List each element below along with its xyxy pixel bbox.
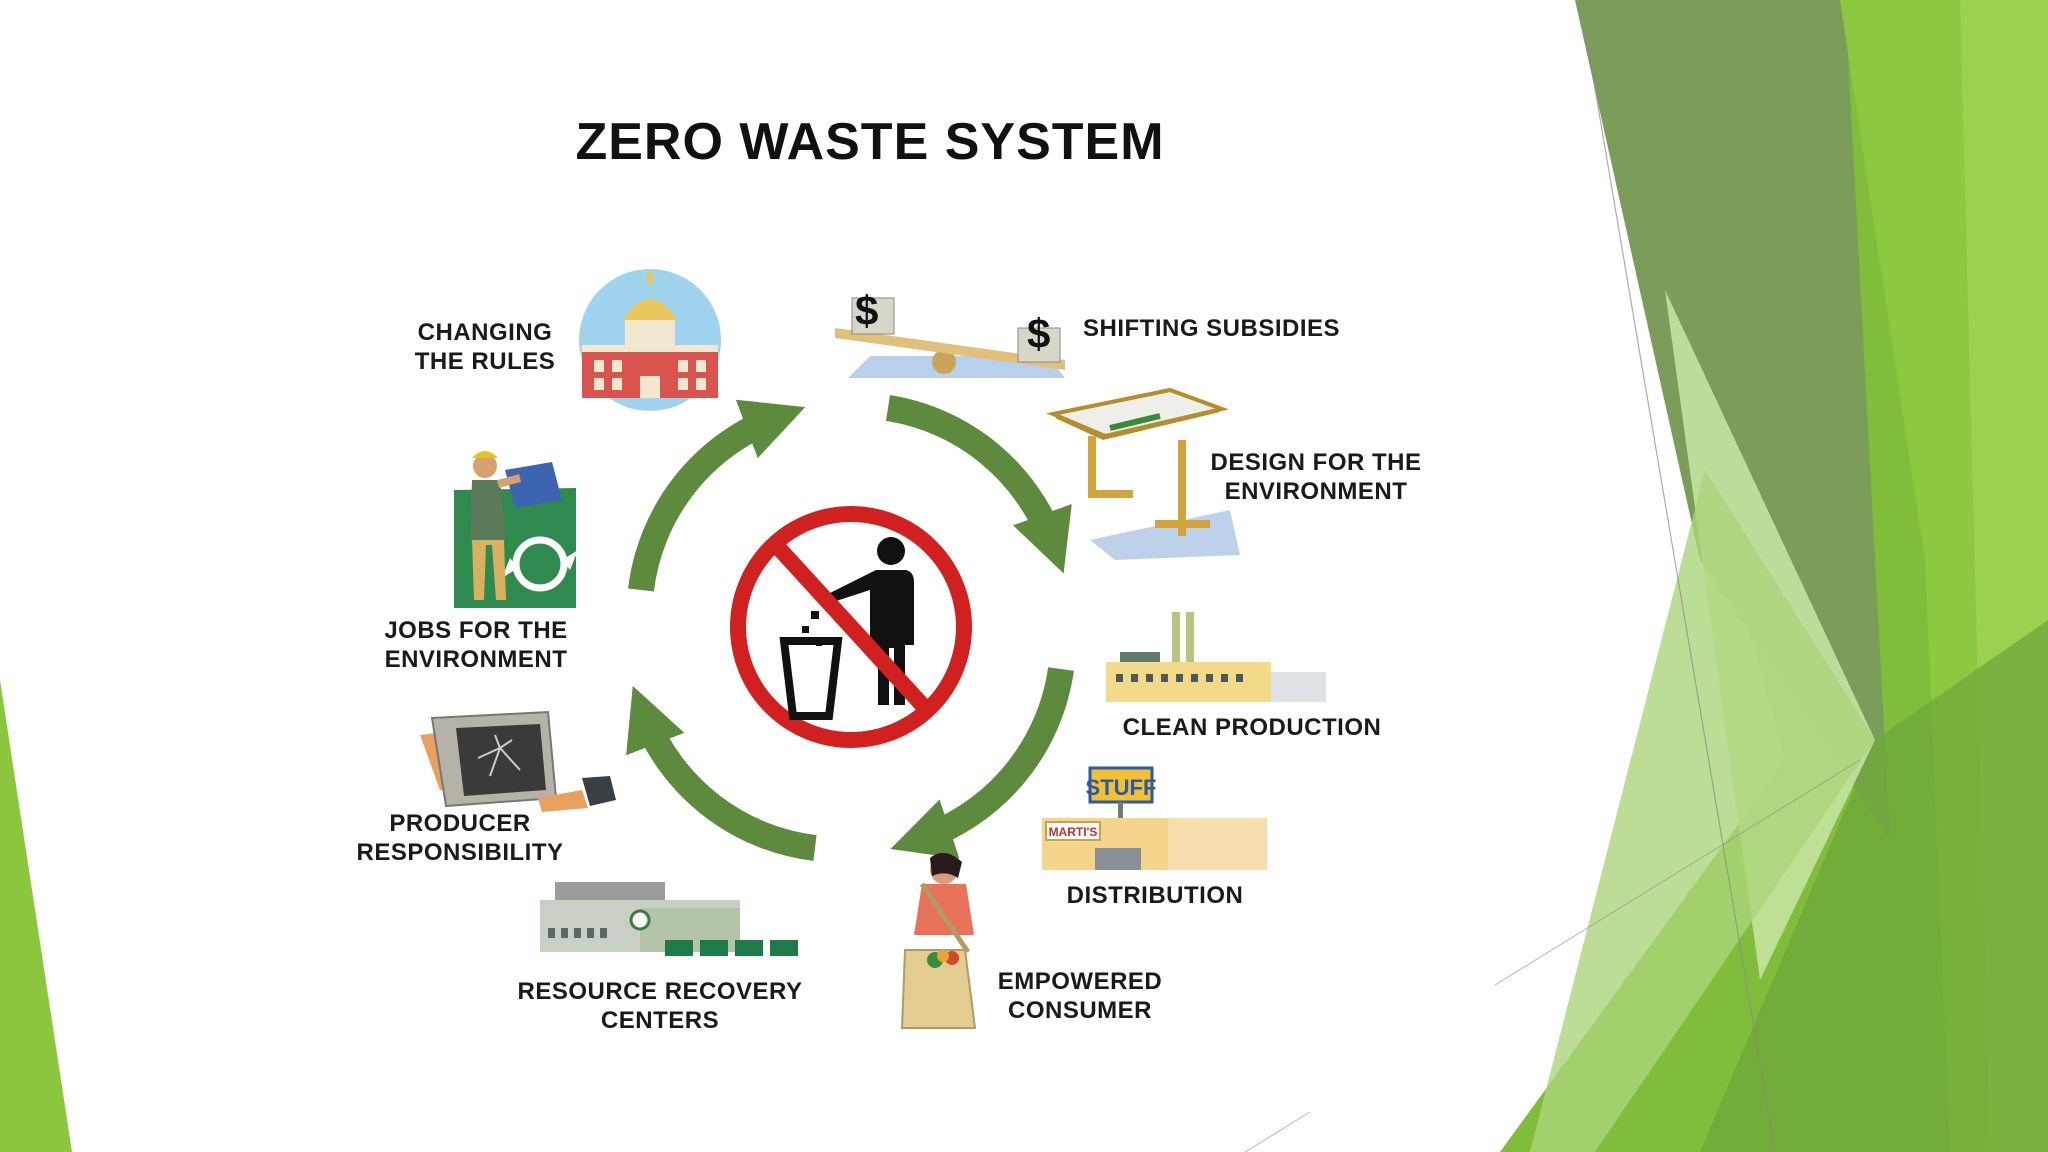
- broken-monitor-icon: [420, 710, 616, 812]
- cycle-arrow-bottom-right: [890, 667, 1074, 859]
- label-distribution: DISTRIBUTION: [1066, 882, 1244, 909]
- label-jobs-for-the-environment: JOBS FOR THE ENVIRONMENT: [384, 617, 568, 673]
- label-changing-the-rules: CHANGING THE RULES: [414, 319, 556, 375]
- capitol-building-icon: [579, 269, 721, 411]
- balance-scale-money-icon: $ $: [835, 287, 1065, 378]
- label-clean-production: CLEAN PRODUCTION: [1122, 714, 1382, 741]
- label-producer-responsibility: PRODUCER RESPONSIBILITY: [356, 810, 564, 866]
- currency-symbol-left: $: [855, 287, 878, 334]
- cycle-arrows: [626, 395, 1074, 861]
- cycle-arrow-top-right: [885, 395, 1072, 574]
- store-name-text: MARTI'S: [1049, 825, 1098, 839]
- store-sign-text: STUFF: [1086, 775, 1157, 800]
- shopper-icon: [900, 852, 977, 1029]
- label-resource-recovery-centers: RESOURCE RECOVERY CENTERS: [517, 978, 803, 1034]
- store-icon: STUFF MARTI'S: [1042, 766, 1267, 870]
- label-design-for-the-environment: DESIGN FOR THE ENVIRONMENT: [1210, 449, 1422, 505]
- page-title: ZERO WASTE SYSTEM: [575, 113, 1165, 171]
- cycle-arrow-bottom-left: [626, 685, 817, 861]
- cycle-arrow-top-left: [628, 399, 806, 592]
- factory-icon: [1106, 612, 1326, 702]
- label-shifting-subsidies: SHIFTING SUBSIDIES: [1083, 315, 1341, 342]
- drafting-table-icon: [1046, 387, 1240, 560]
- recovery-center-icon: [540, 882, 798, 956]
- no-littering-icon: [730, 506, 972, 748]
- currency-symbol-right: $: [1027, 310, 1050, 357]
- recycling-worker-icon: [454, 451, 578, 608]
- label-empowered-consumer: EMPOWERED CONSUMER: [997, 968, 1163, 1024]
